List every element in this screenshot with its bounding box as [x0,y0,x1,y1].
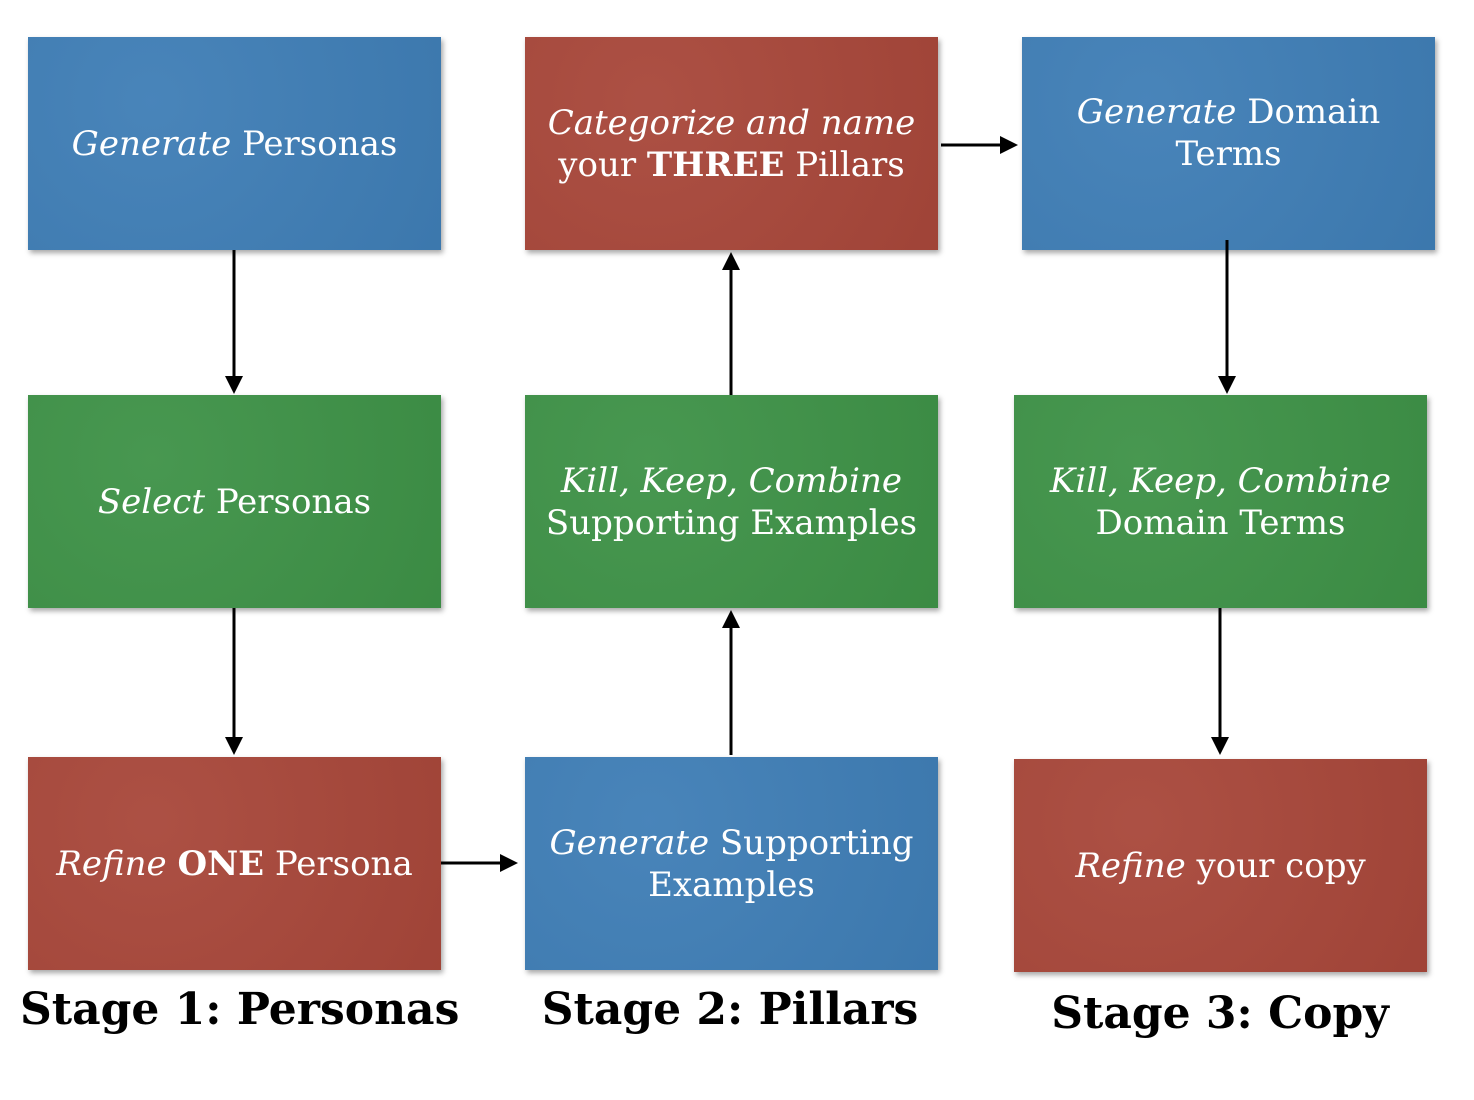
box-text-pre: your [558,144,647,185]
box-text: Pillars [784,144,905,185]
kill-keep-combine-examples-box: Kill, Keep, Combine Supporting Examples [525,395,938,608]
box-text: Supporting [709,822,914,863]
box-verb: Refine [56,843,167,884]
box-text: Supporting Examples [545,502,918,543]
generate-domain-terms-box: Generate Domain Terms [1022,37,1435,250]
box-text: your copy [1185,845,1366,886]
box-text: Personas [205,481,372,522]
stage-1-label: Stage 1: Personas [20,984,460,1035]
arrowhead [1211,737,1229,755]
arrowhead [1000,136,1018,154]
box-text-line2: Terms [1175,133,1282,174]
box-verb: Generate [1076,91,1237,132]
arrowhead [722,610,740,628]
arrowhead [225,376,243,394]
box-text: Persona [264,843,413,884]
arrowhead [500,854,518,872]
kill-keep-combine-domain-terms-box: Kill, Keep, Combine Domain Terms [1014,395,1427,608]
box-verb: Kill, Keep, Combine [1049,460,1392,501]
box-verb: Select [97,481,206,522]
refine-one-persona-box: Refine ONE Persona [28,757,441,970]
arrowhead [1218,376,1236,394]
generate-personas-box: Generate Personas [28,37,441,250]
arrowhead [225,737,243,755]
box-text: Domain [1236,91,1381,132]
arrowhead [722,252,740,270]
box-text: Domain Terms [1095,502,1346,543]
box-verb: Kill, Keep, Combine [560,460,903,501]
stage-2-label: Stage 2: Pillars [541,984,919,1035]
box-text-line2: Examples [648,864,815,905]
select-personas-box: Select Personas [28,395,441,608]
box-emphasis: THREE [646,144,785,185]
box-verb: Generate [549,822,710,863]
refine-copy-box: Refine your copy [1014,759,1427,972]
categorize-pillars-box: Categorize and name your THREE Pillars [525,37,938,250]
generate-supporting-examples-box: Generate Supporting Examples [525,757,938,970]
box-text: Personas [231,123,398,164]
box-verb: Categorize and name [547,102,916,143]
stage-3-label: Stage 3: Copy [1051,988,1389,1039]
box-emphasis: ONE [177,843,265,884]
box-verb: Refine [1075,845,1186,886]
box-verb: Generate [71,123,232,164]
